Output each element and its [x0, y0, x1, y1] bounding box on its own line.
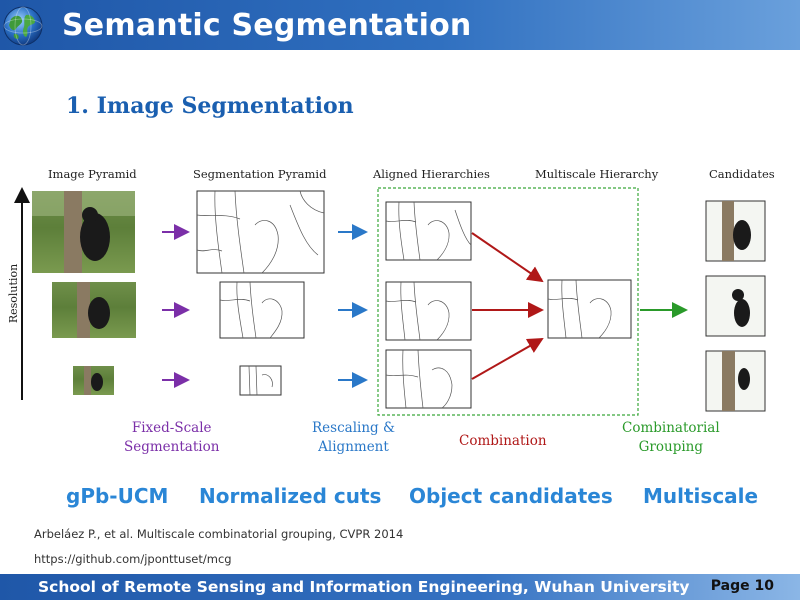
multiscale-hierarchy-image — [547, 279, 632, 339]
keyword-gpb-ucm: gPb-UCM — [66, 484, 169, 508]
photo-small — [73, 366, 114, 395]
globe-icon — [3, 6, 43, 46]
caption-rescaling-line1: Rescaling & — [312, 420, 395, 436]
citation-text: Arbeláez P., et al. Multiscale combinato… — [34, 527, 404, 541]
caption-combinatorial-line1: Combinatorial — [622, 420, 720, 436]
footer-bar: School of Remote Sensing and Information… — [0, 574, 800, 600]
pipeline-diagram — [14, 187, 766, 416]
label-candidates: Candidates — [709, 167, 775, 181]
keyword-multiscale: Multiscale — [643, 484, 759, 508]
segmentation-medium — [219, 281, 305, 339]
title-bar: Semantic Segmentation — [0, 0, 800, 50]
caption-rescaling-line2: Alignment — [318, 439, 389, 455]
keyword-object-candidates: Object candidates — [409, 484, 613, 508]
caption-fixed-scale: Fixed-Scale Segmentation — [124, 419, 219, 457]
candidate-1 — [705, 200, 766, 262]
arrow-red-1 — [471, 232, 544, 283]
arrow-red-3 — [471, 338, 544, 380]
caption-fixed-scale-line1: Fixed-Scale — [131, 420, 212, 436]
caption-rescaling: Rescaling & Alignment — [312, 419, 395, 457]
caption-combinatorial: Combinatorial Grouping — [622, 419, 720, 457]
label-segmentation-pyramid: Segmentation Pyramid — [193, 167, 327, 181]
section-title: 1. Image Segmentation — [66, 93, 354, 119]
keyword-normalized-cuts: Normalized cuts — [199, 484, 382, 508]
reference-url[interactable]: https://github.com/jponttuset/mcg — [34, 552, 232, 566]
photo-large — [32, 191, 135, 273]
mcg-pipeline-figure: Image Pyramid Segmentation Pyramid Align… — [0, 155, 800, 465]
caption-combinatorial-line2: Grouping — [638, 439, 703, 455]
resolution-label: Resolution — [7, 263, 21, 324]
aligned-hierarchy-1 — [385, 201, 472, 261]
candidate-2 — [705, 275, 766, 337]
aligned-hierarchies-box — [377, 187, 639, 416]
label-image-pyramid: Image Pyramid — [48, 167, 137, 181]
photo-medium — [52, 282, 136, 338]
label-aligned-hierarchies: Aligned Hierarchies — [373, 167, 490, 181]
segmentation-large — [196, 190, 325, 274]
caption-combination: Combination — [459, 433, 547, 449]
label-multiscale-hierarchy: Multiscale Hierarchy — [535, 167, 659, 181]
slide-title: Semantic Segmentation — [62, 8, 472, 43]
caption-fixed-scale-line2: Segmentation — [124, 439, 220, 455]
aligned-hierarchy-3 — [385, 349, 472, 409]
page-number: Page 10 — [710, 578, 774, 594]
segmentation-small — [239, 365, 282, 396]
aligned-hierarchy-2 — [385, 281, 472, 341]
candidate-3 — [705, 350, 766, 412]
keyword-row: gPb-UCM Normalized cuts Object candidate… — [0, 484, 800, 514]
institution-name: School of Remote Sensing and Information… — [38, 578, 690, 596]
